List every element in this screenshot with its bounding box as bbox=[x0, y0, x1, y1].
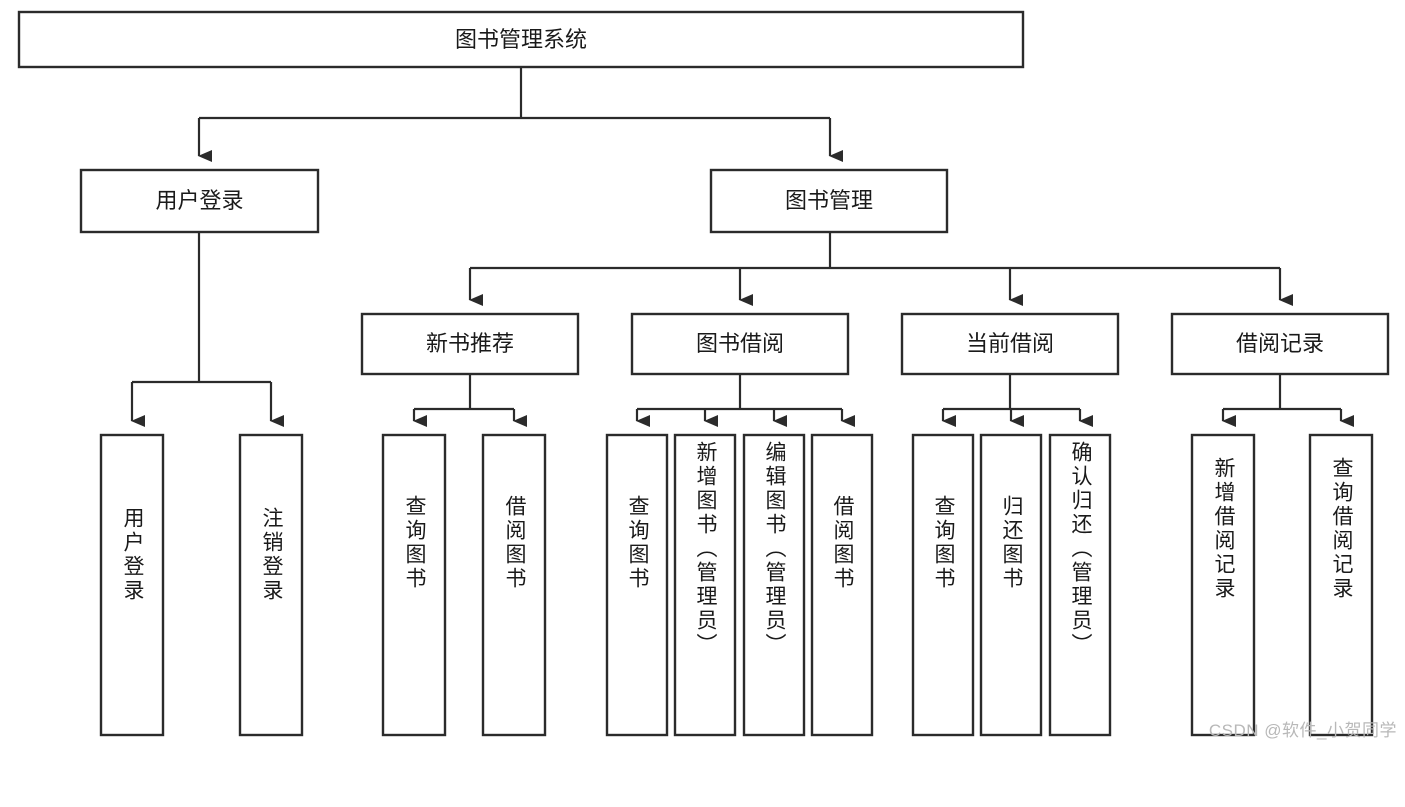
node-user-login[interactable]: 用户登录 bbox=[79, 168, 320, 234]
node-user-login-label: 用户登录 bbox=[155, 188, 243, 213]
node-current-borrowing-label: 当前借阅 bbox=[966, 331, 1054, 356]
node-new-book-recommendation-label: 新书推荐 bbox=[426, 331, 514, 356]
leaf-box-borrow-books-rec[interactable] bbox=[481, 433, 547, 737]
leaf-box-query-record[interactable] bbox=[1308, 433, 1374, 737]
leaf-box-query-books-cur[interactable] bbox=[911, 433, 975, 737]
node-root-label: 图书管理系统 bbox=[455, 27, 587, 52]
node-current-borrowing[interactable]: 当前借阅 bbox=[900, 312, 1120, 376]
leaf-box-borrow-books-brw[interactable] bbox=[810, 433, 874, 737]
diagram-canvas: 图书管理系统 用户登录 图书管理 新书推荐 图书借阅 当前借阅 借阅记录 bbox=[17, 10, 1397, 740]
leaf-box-logout-login[interactable] bbox=[238, 433, 304, 737]
leaf-rect-layer bbox=[99, 433, 1374, 737]
leaf-box-edit-book-admin[interactable] bbox=[742, 433, 806, 737]
leaf-box-return-books[interactable] bbox=[979, 433, 1043, 737]
leaf-box-query-books-brw[interactable] bbox=[605, 433, 669, 737]
diagram-svg: 图书管理系统 用户登录 图书管理 新书推荐 图书借阅 当前借阅 借阅记录 bbox=[17, 10, 1390, 737]
watermark-text: CSDN @软件_小贺同学 bbox=[1208, 721, 1397, 740]
node-root-book-management-system[interactable]: 图书管理系统 bbox=[17, 10, 1025, 69]
node-book-borrowing[interactable]: 图书借阅 bbox=[630, 312, 850, 376]
node-book-management[interactable]: 图书管理 bbox=[709, 168, 949, 234]
edge-layer bbox=[130, 67, 1354, 427]
node-borrowing-records[interactable]: 借阅记录 bbox=[1170, 312, 1390, 376]
node-book-borrowing-label: 图书借阅 bbox=[696, 331, 784, 356]
leaf-box-user-login[interactable] bbox=[99, 433, 165, 737]
node-book-management-label: 图书管理 bbox=[785, 188, 873, 213]
leaf-box-add-book-admin[interactable] bbox=[673, 433, 737, 737]
node-borrowing-records-label: 借阅记录 bbox=[1236, 331, 1324, 356]
leaf-box-query-books-rec[interactable] bbox=[381, 433, 447, 737]
leaf-box-confirm-return[interactable] bbox=[1048, 433, 1112, 737]
node-new-book-recommendation[interactable]: 新书推荐 bbox=[360, 312, 580, 376]
leaf-box-add-record[interactable] bbox=[1190, 433, 1256, 737]
